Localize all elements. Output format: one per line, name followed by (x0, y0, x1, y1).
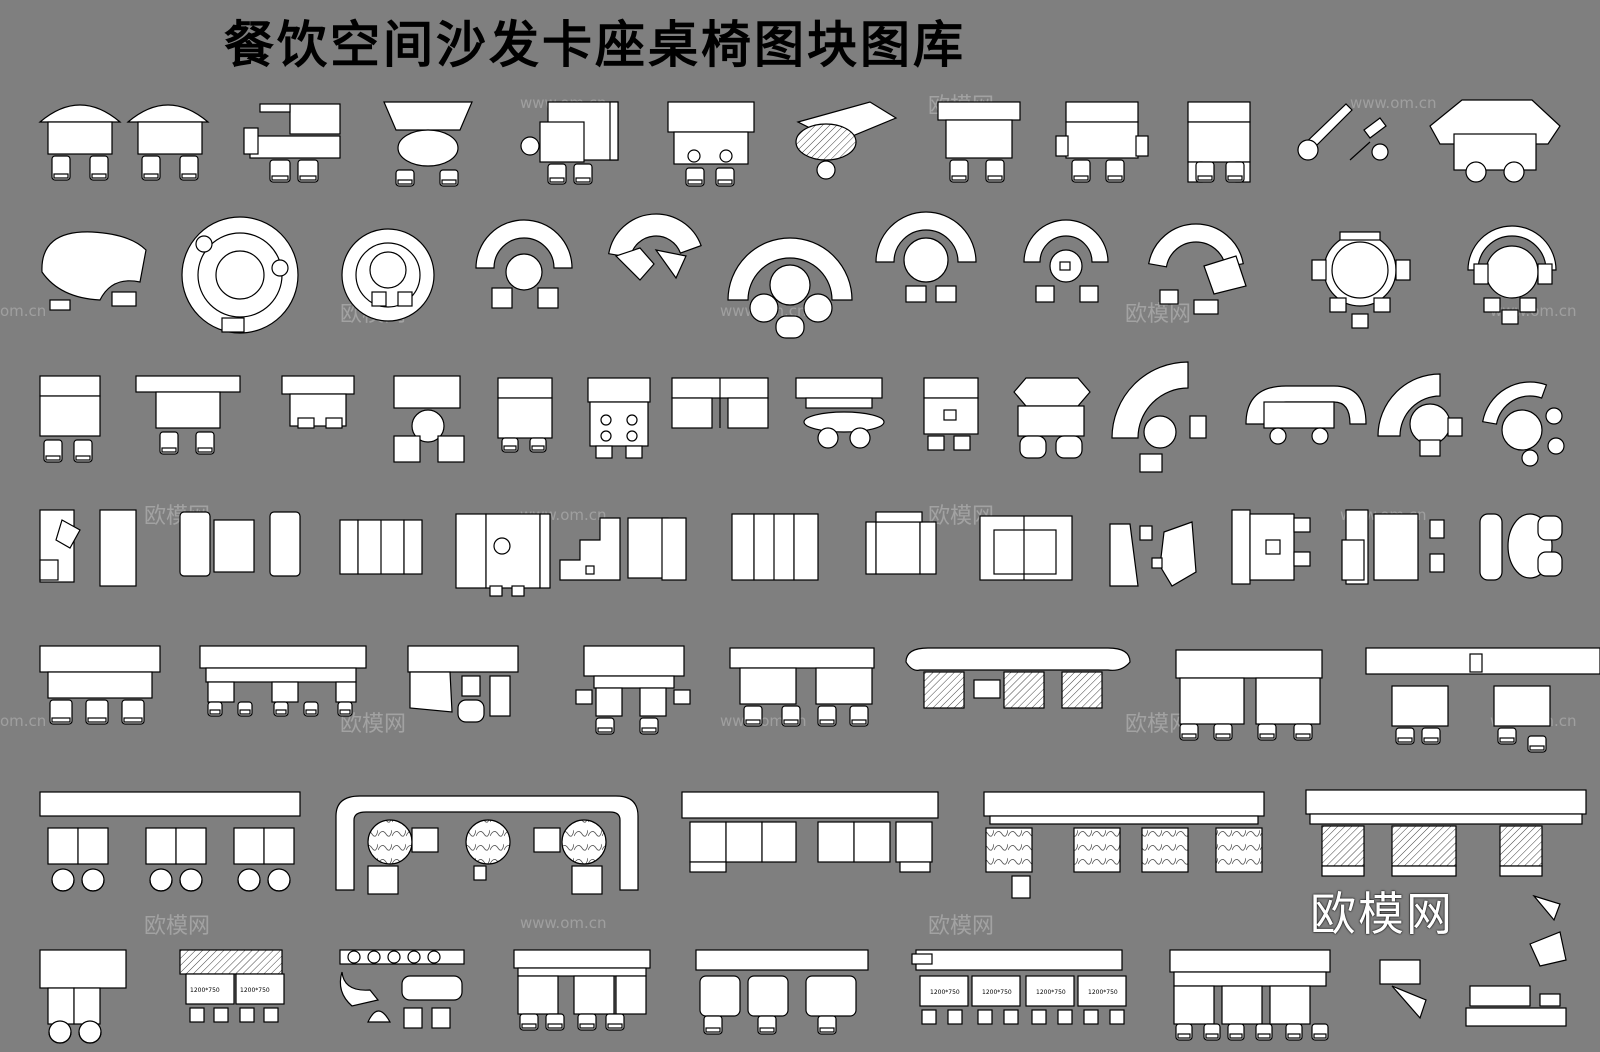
banquette-round-cushions (339, 949, 465, 1029)
curved-corner-booth (1111, 361, 1207, 473)
banquette-marble-tables (983, 791, 1265, 899)
booth-pair-sketch (39, 509, 137, 587)
table-with-stools (1231, 509, 1311, 585)
sketch-booth-b (1109, 521, 1197, 587)
booth-unit-1 (38, 104, 122, 181)
bench-two-tables-c (513, 949, 651, 1031)
url-watermark: www.om.cn (520, 914, 607, 932)
sofa-dining-c (1187, 101, 1251, 183)
half-round-booth-large (727, 237, 853, 339)
site-watermark: 欧模网 (144, 914, 211, 939)
square-table-lounge (520, 101, 619, 185)
hex-booth (1013, 377, 1091, 459)
sofa-table-wide (865, 511, 937, 575)
sofa-bar-long (1365, 647, 1600, 753)
four-seat-booth (731, 513, 819, 581)
curved-bar-booth (335, 795, 639, 895)
page-title: 餐饮空间沙发卡座桌椅图块图库 (224, 16, 966, 74)
booth-stair-sketch (559, 517, 687, 581)
table-two-chairs-a (39, 375, 101, 463)
sofa-two-tables (729, 647, 875, 727)
corner-round-table (1377, 373, 1463, 457)
round-booth-medium (341, 228, 435, 322)
bench-table-small (281, 375, 355, 429)
booth-sketch-c (407, 645, 519, 723)
small-dining-set (923, 377, 979, 451)
booth-table-pair (135, 375, 241, 455)
url-watermark: www.om.cn (1350, 94, 1437, 112)
site-watermark: 欧模网 (1125, 302, 1192, 327)
scattered-sketch-pieces (1379, 894, 1567, 1027)
long-table-chairs (455, 513, 551, 597)
fan-booth-sketch (41, 231, 147, 311)
bar-with-stools (681, 791, 939, 873)
curved-sofa-table (1245, 385, 1367, 445)
table-size-label: 1200*750 (190, 987, 220, 994)
semicircle-booth (475, 219, 573, 309)
l-shaped-sofa (671, 377, 769, 429)
oval-table-booth (383, 101, 473, 187)
round-table-six (1311, 231, 1411, 329)
sofa-table-round-chairs (39, 949, 127, 1044)
banquette-hatched-seats (1305, 789, 1587, 877)
sofa-dining-a (937, 101, 1021, 183)
corner-booth-set (243, 103, 341, 183)
bench-table-bench (979, 515, 1073, 581)
bench-three-seats (695, 949, 869, 1035)
booth-round-table (393, 375, 465, 463)
table-size-label: 1200*750 (1088, 989, 1118, 996)
round-table-six-b (1467, 225, 1557, 325)
booth-dining-narrow (497, 377, 553, 453)
site-watermark: 欧模网 (928, 914, 995, 939)
quarter-booth-round (1482, 381, 1565, 467)
semicircle-booth-sketch (608, 213, 702, 281)
sofa-stool-pairs (1341, 509, 1445, 585)
scattered-lounge-set (1297, 103, 1389, 161)
booth-unit-2 (126, 104, 210, 181)
url-watermark: om.cn (0, 712, 47, 730)
sofa-dining-long (1175, 649, 1323, 741)
url-watermark: om.cn (0, 302, 47, 320)
booth-dining-clocks (667, 101, 755, 187)
banquette-two-tables-labeled: 1200*750 1200*750 (179, 949, 285, 1023)
long-bench-three-tables (39, 791, 301, 892)
brand-watermark: 欧模网 (1310, 887, 1454, 941)
table-size-label: 1200*750 (982, 989, 1012, 996)
oval-table-pair (1479, 513, 1563, 581)
table-size-label: 1200*750 (930, 989, 960, 996)
half-round-booth-c (1023, 219, 1109, 303)
booth-four-chairs (587, 377, 651, 459)
diagonal-booth-hatch (795, 101, 898, 180)
table-size-label: 1200*750 (240, 987, 270, 994)
round-booth-large (181, 216, 299, 334)
banquette-four-tables-labeled: 1200*750 1200*750 1200*750 1200*750 (911, 949, 1127, 1025)
long-booth-row (1169, 949, 1331, 1041)
half-round-booth-b (875, 211, 977, 303)
table-size-label: 1200*750 (1036, 989, 1066, 996)
octagon-booth (1429, 99, 1561, 183)
curved-sofa-hatched (905, 647, 1131, 709)
sofa-table-sofa (179, 511, 301, 577)
sofa-oval-tables (795, 377, 885, 449)
curved-booth-sketch (1148, 223, 1247, 315)
booth-table-chairs-c (575, 645, 691, 735)
sofa-three-chairs (39, 645, 161, 725)
sofa-dining-b (1055, 101, 1149, 183)
table-between-benches (339, 519, 423, 575)
sofa-three-tables (199, 645, 367, 717)
